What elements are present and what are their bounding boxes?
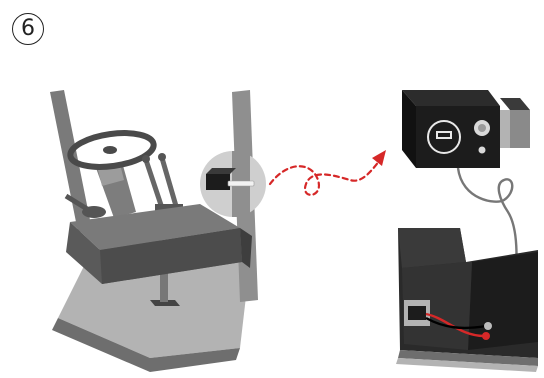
box-back-side [510,110,530,148]
display-screen-inner [438,133,450,137]
steering-hub [103,146,117,154]
pedal-stem [160,270,168,302]
dashed-arrow-path [270,160,380,195]
sensor-highlight [200,151,266,217]
wired-module-face [408,306,426,320]
forklift-cab [50,90,258,372]
lever-knob [142,155,150,163]
lever-knob [158,153,166,161]
side-lever-knob [82,206,106,218]
grey-terminal [484,322,492,330]
control-lever [162,158,176,206]
sensor-box [206,174,230,190]
control-knob-center [478,124,486,132]
arrow-head [372,150,386,166]
box-back-top [500,98,530,110]
connection-arrow [270,150,386,195]
battery-back-wall [398,228,466,268]
indicator-light [479,147,486,154]
control-lever [146,160,162,208]
red-terminal [482,332,490,340]
sensor-strap [228,181,254,186]
box-top-face [402,90,500,106]
